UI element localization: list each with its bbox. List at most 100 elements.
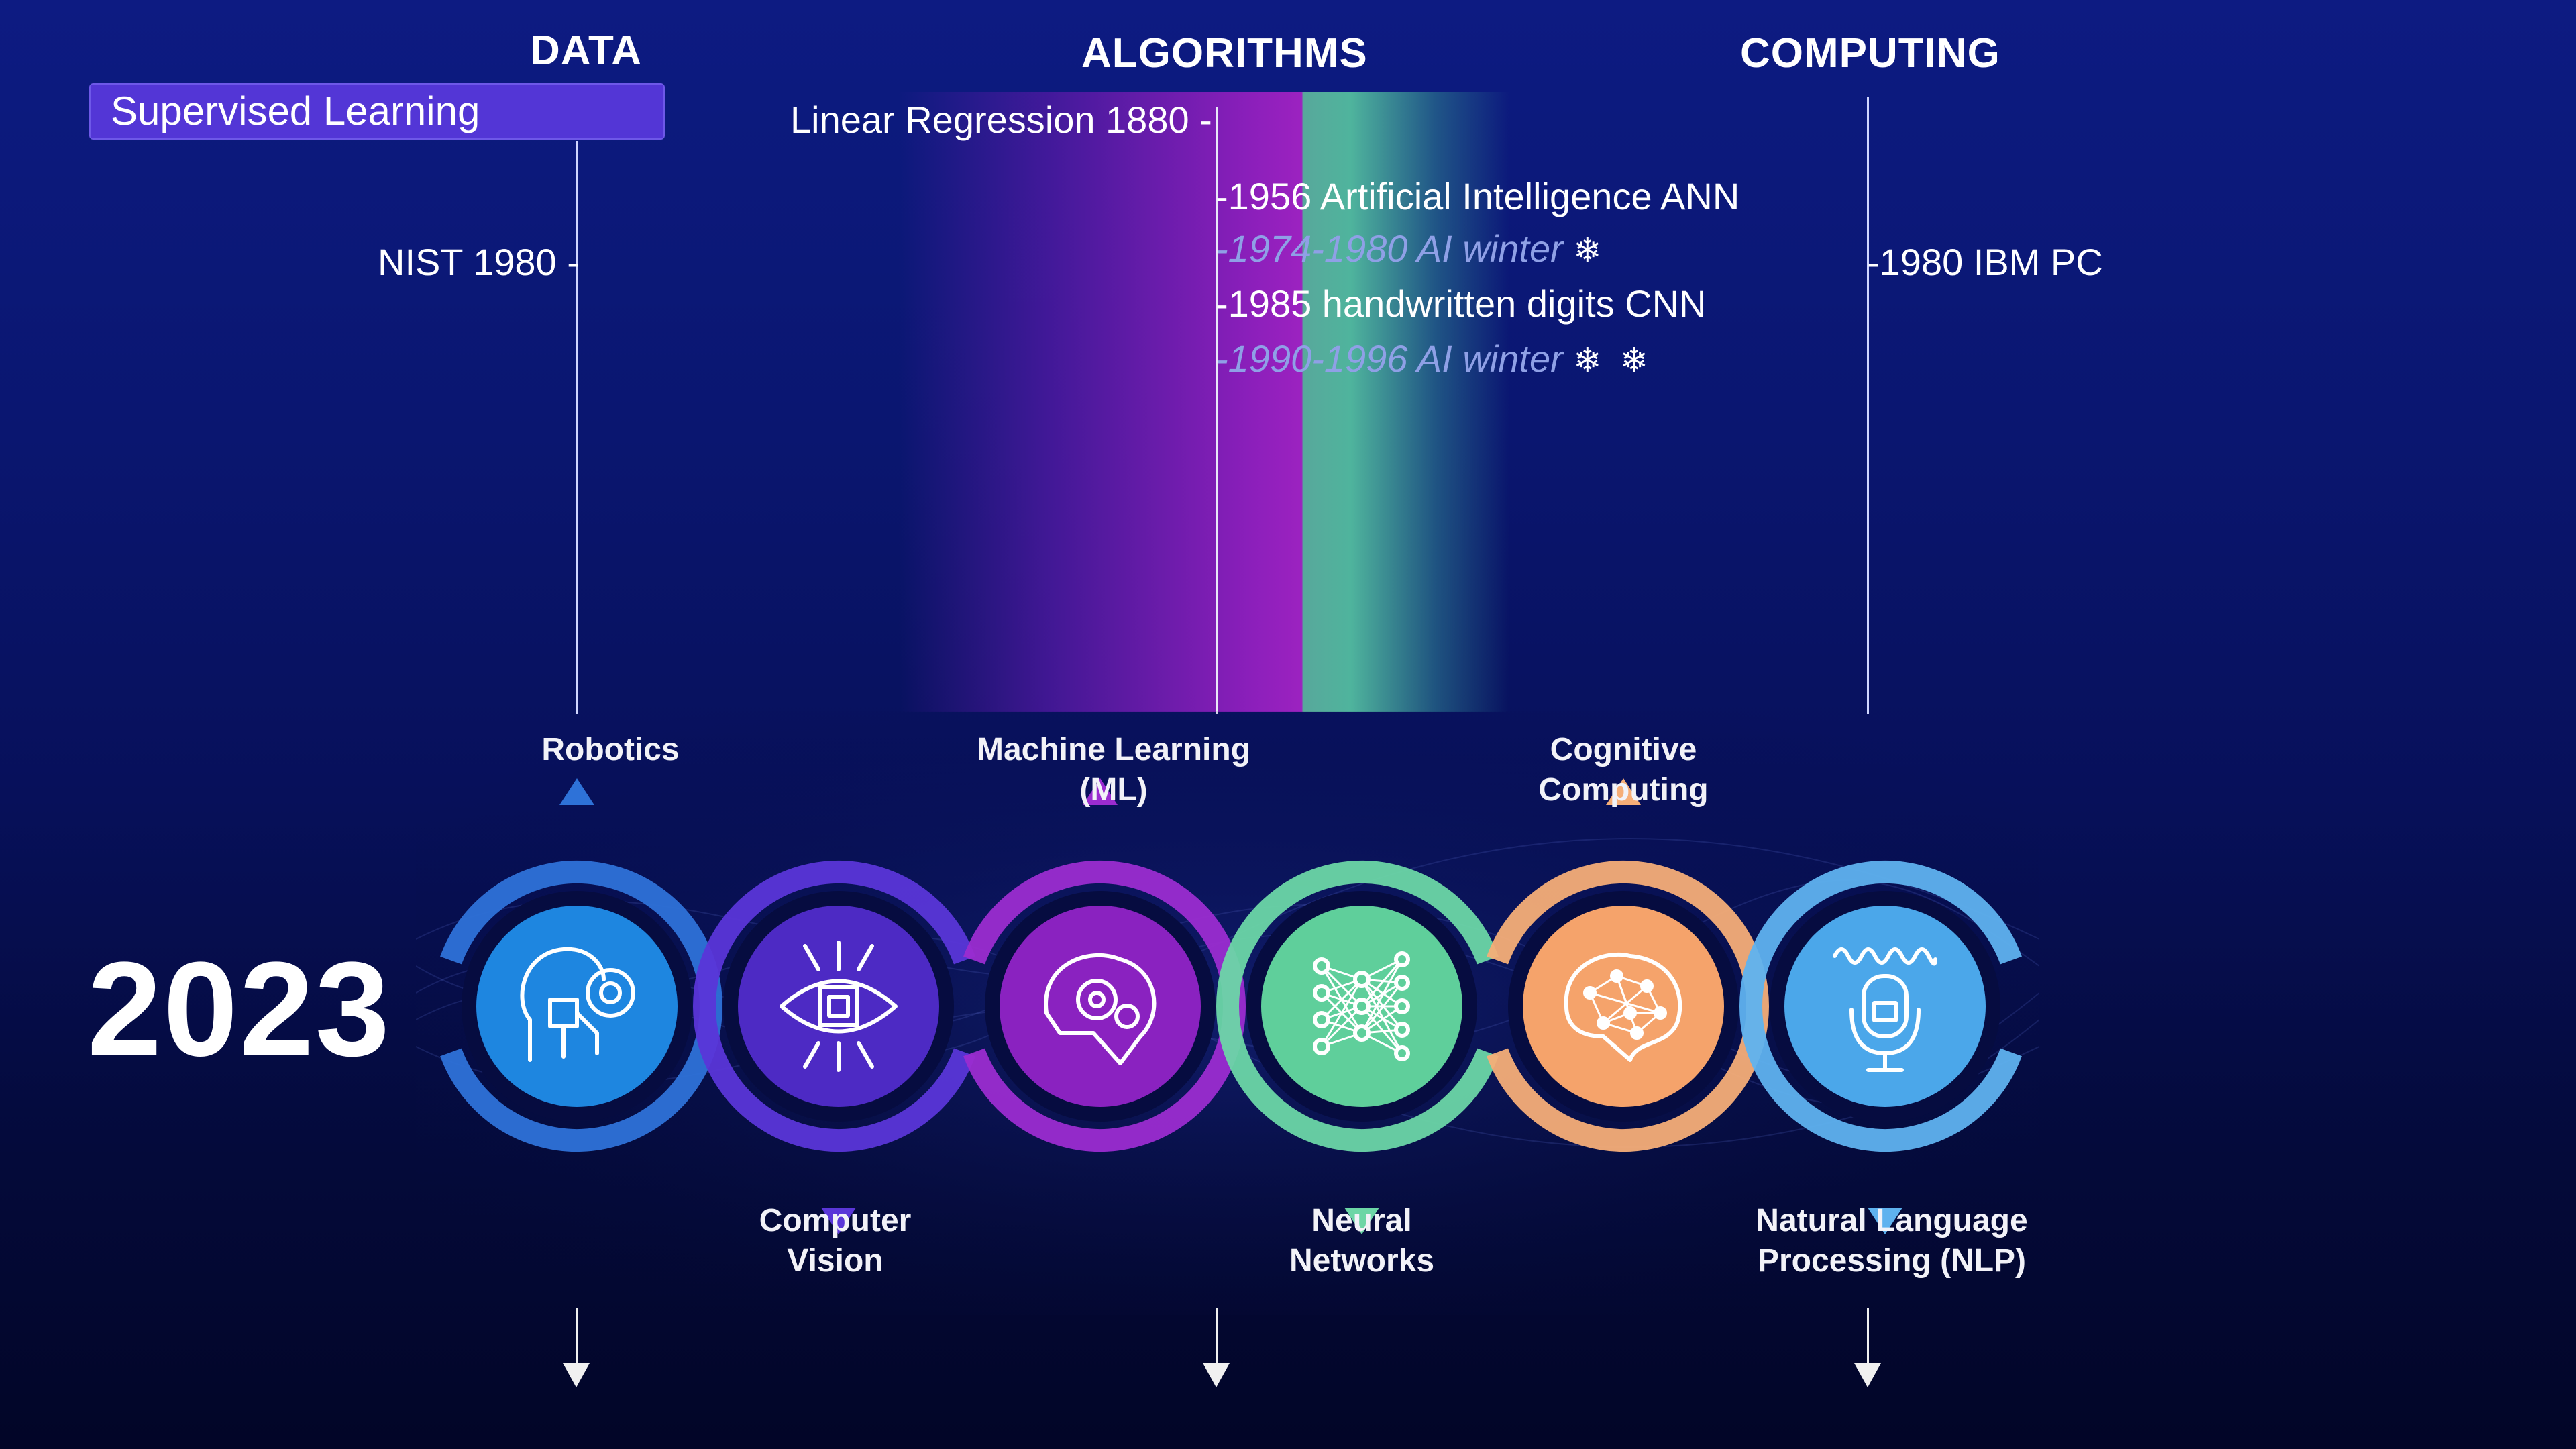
supervised-learning-text: Supervised Learning: [111, 89, 480, 133]
computer-vision-label-line1: Computer: [759, 1203, 912, 1238]
neural-network-icon-stroke: [1360, 978, 1403, 1055]
eye-chip-icon-stroke: [803, 941, 874, 1072]
ai-winter-1-text: -1974-1980 AI winter: [1216, 227, 1563, 270]
label-robotics: Robotics: [470, 730, 751, 770]
column-header-computing: COMPUTING: [1740, 30, 2000, 76]
eye-chip-icon-stroke: [827, 995, 850, 1018]
node-ring: [693, 861, 975, 1152]
brain-gear-icon: [1044, 953, 1157, 1065]
neural-network-icon-stroke: [1394, 951, 1410, 967]
neural-network-icon-stroke: [1313, 1011, 1330, 1028]
nlp-label-line1: Natural Language: [1756, 1203, 2028, 1238]
neural-network-icon-stroke: [1353, 998, 1371, 1015]
brain-network-icon-stroke: [1615, 975, 1638, 1034]
brain-gear-icon-stroke: [1076, 979, 1118, 1020]
algorithms-down-arrow-stem: [1216, 1308, 1218, 1365]
neural-network-icon-stroke: [1353, 971, 1371, 988]
nlp-label-line2: Processing (NLP): [1757, 1243, 2027, 1279]
neural-network-icon-stroke: [1360, 978, 1403, 1031]
snowflake-icon: ❄: [1619, 341, 1648, 379]
brain-network-icon: [1564, 952, 1682, 1062]
brain-network-icon-stroke: [1583, 986, 1597, 1000]
brain-network-icon-stroke: [1610, 969, 1623, 983]
neural-network-icon-stroke: [1320, 1005, 1363, 1048]
disciplines-graphic: [416, 711, 2039, 1315]
event-linear-regression-1880: Linear Regression 1880 -: [790, 99, 1212, 141]
computing-down-arrow-icon: [1854, 1363, 1881, 1387]
neural-network-icon-stroke: [1320, 978, 1363, 1021]
microphone-wave-icon-stroke: [1833, 947, 1937, 966]
robot-head-gear-icon-stroke: [586, 968, 635, 1018]
robot-head-gear-icon-stroke: [520, 947, 606, 1062]
brain-gear-icon-stroke: [1114, 1004, 1140, 1029]
robot-head-gear-icon-stroke: [561, 1011, 599, 1059]
microphone-wave-icon-stroke: [1862, 974, 1909, 1038]
cognitive-computing-label-line2: Computing: [1538, 772, 1709, 808]
brain-gear-icon-stroke: [1088, 991, 1106, 1008]
neural-network-icon-stroke: [1394, 975, 1410, 991]
neural-networks-label-line2: Networks: [1289, 1243, 1435, 1279]
node-pointer-down-icon: [1344, 1208, 1379, 1234]
brain-network-icon-stroke: [1597, 1016, 1610, 1030]
node-2: [693, 861, 975, 1234]
brain-gear-icon-stroke: [1044, 953, 1157, 1065]
supervised-learning-label: Supervised Learning: [89, 83, 665, 140]
year-label: 2023: [87, 934, 391, 1084]
brain-network-icon-stroke: [1623, 1006, 1637, 1020]
neural-network-icon-stroke: [1313, 1038, 1330, 1055]
microphone-wave-icon-stroke: [1849, 1008, 1921, 1072]
neural-network-icon-stroke: [1394, 998, 1410, 1014]
event-nist-1980: NIST 1980 -: [378, 241, 580, 283]
machine-learning-label-line1: Machine Learning: [976, 732, 1251, 767]
node-pointer-down-icon: [821, 1208, 856, 1234]
eye-chip-icon: [780, 941, 898, 1072]
snowflake-icon: ❄: [1573, 341, 1602, 379]
ai-winter-2-text: -1990-1996 AI winter: [1216, 337, 1563, 380]
brain-network-icon-stroke: [1640, 979, 1654, 993]
robot-head-gear-icon-stroke: [599, 981, 622, 1004]
computer-vision-label-line2: Vision: [787, 1243, 883, 1279]
neural-network-icon-stroke: [1360, 1005, 1403, 1055]
algorithms-gradient-band: [899, 92, 1509, 712]
data-timeline-line: [576, 141, 578, 714]
algorithms-down-arrow-icon: [1203, 1363, 1230, 1387]
brain-network-icon-stroke: [1654, 1006, 1667, 1020]
computing-timeline-line: [1867, 97, 1869, 714]
column-header-data: DATA: [530, 28, 642, 74]
brain-network-icon-stroke: [1589, 991, 1662, 1014]
brain-network-icon-stroke: [1602, 985, 1648, 1024]
neural-network-icon-stroke: [1394, 1045, 1410, 1061]
nodes-layer: [440, 778, 2022, 1234]
computing-down-arrow-stem: [1867, 1308, 1869, 1365]
node-pointer-up-icon: [559, 778, 594, 805]
node-ring: [1216, 861, 1499, 1152]
algorithms-timeline-line: [1216, 107, 1218, 714]
neural-network-icon-stroke: [1353, 1024, 1371, 1042]
neural-network-icon: [1313, 951, 1410, 1061]
node-4: [1216, 861, 1499, 1234]
data-down-arrow-icon: [563, 1363, 590, 1387]
node-disc: [1784, 906, 1986, 1107]
neural-networks-label-line1: Neural: [1311, 1203, 1412, 1238]
brain-network-icon-stroke: [1564, 952, 1682, 1062]
neural-network-icon-stroke: [1313, 984, 1330, 1002]
event-ai-winter-1974: -1974-1980 AI winter ❄: [1216, 227, 1601, 270]
column-header-algorithms: ALGORITHMS: [1081, 30, 1368, 76]
eye-chip-icon-stroke: [780, 979, 898, 1034]
robot-head-gear-icon: [520, 947, 635, 1062]
node-5: [1487, 778, 1769, 1152]
robotics-label-line1: Robotics: [541, 732, 680, 767]
neural-network-icon-stroke: [1360, 981, 1403, 1034]
microphone-wave-icon: [1833, 947, 1937, 1072]
brain-network-icon-stroke: [1630, 1026, 1644, 1040]
node-pointer-up-icon: [1606, 778, 1641, 805]
neural-network-icon-stroke: [1360, 958, 1403, 1008]
node-3: [963, 778, 1246, 1152]
microphone-wave-icon-stroke: [1872, 1001, 1898, 1022]
data-down-arrow-stem: [576, 1308, 578, 1365]
node-disc: [738, 906, 939, 1107]
